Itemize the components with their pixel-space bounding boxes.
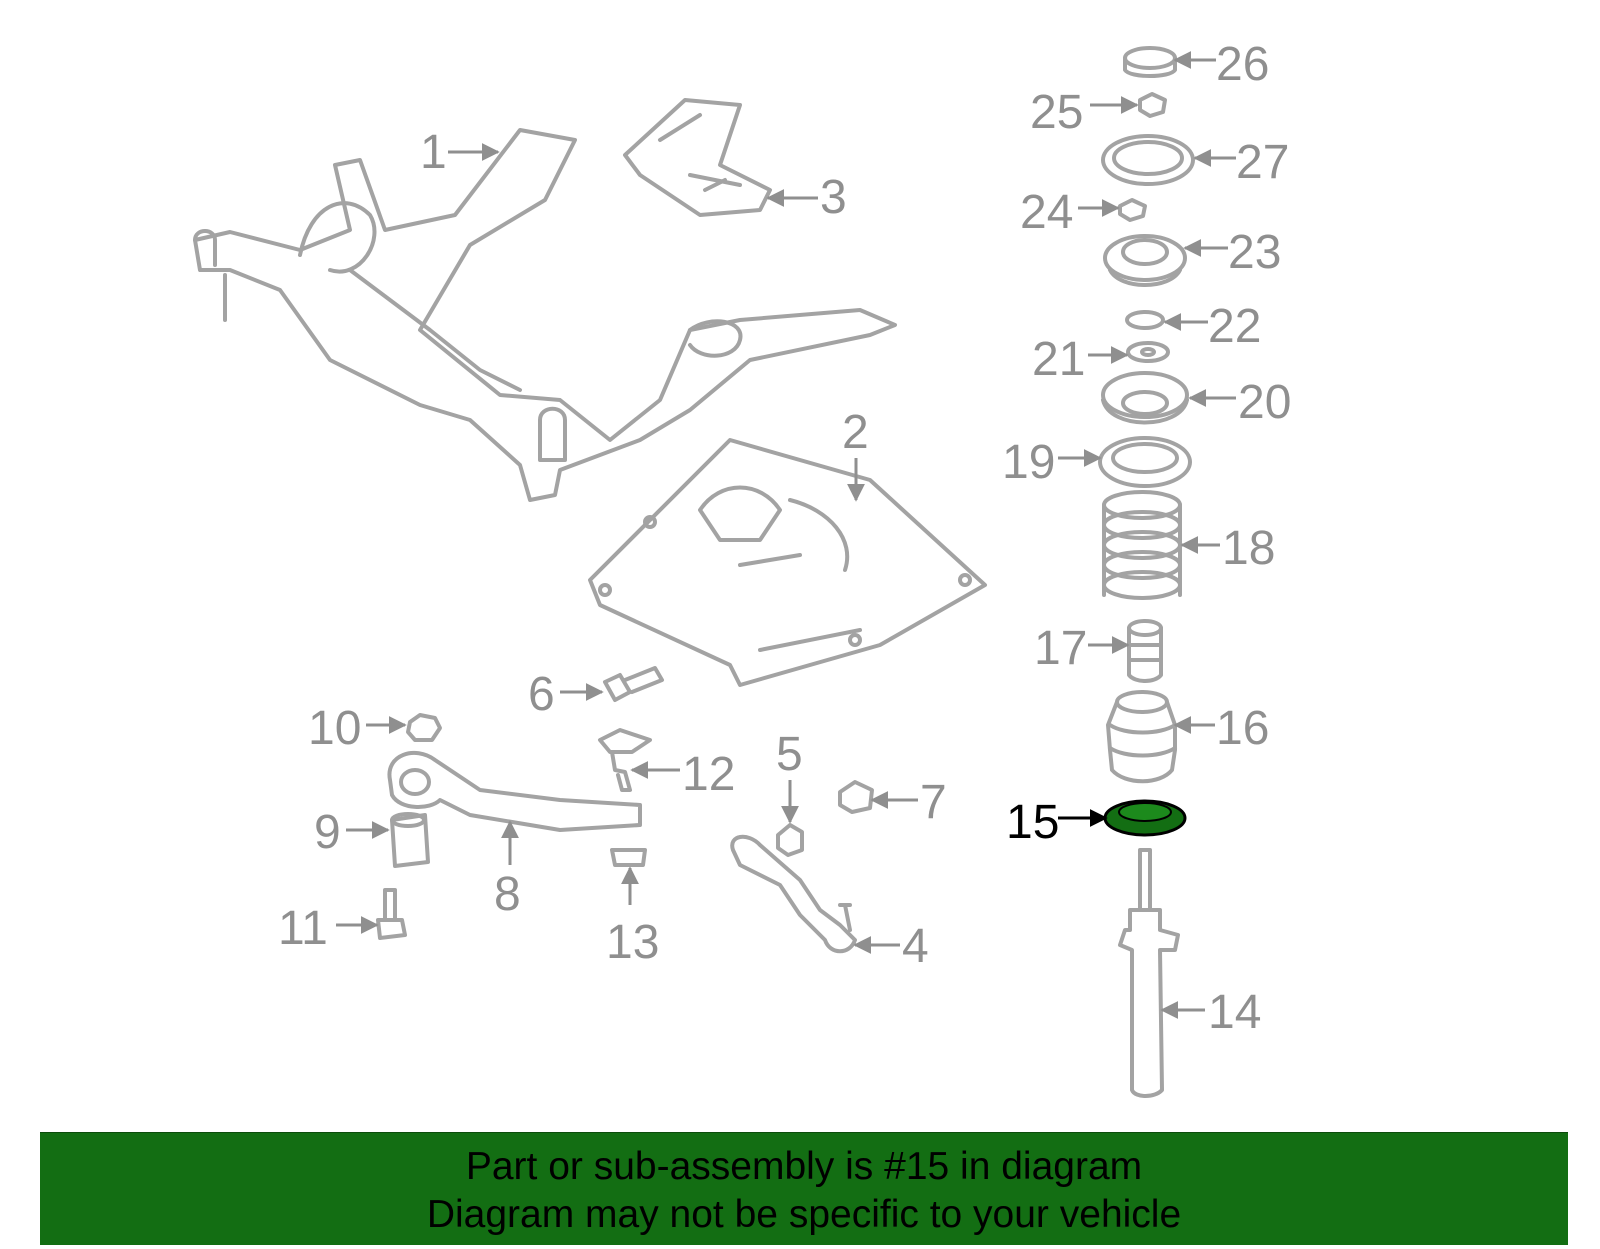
part-11-bolt[interactable] xyxy=(376,888,407,940)
part-23-mount[interactable] xyxy=(1103,234,1187,287)
part-6-bolt[interactable] xyxy=(603,666,664,702)
part-2-shield[interactable] xyxy=(588,438,987,687)
callout-19: 19 xyxy=(1002,436,1055,489)
callout-20: 20 xyxy=(1238,376,1291,429)
banner-line-2: Diagram may not be specific to your vehi… xyxy=(426,1193,1182,1236)
callout-11: 11 xyxy=(278,902,328,955)
callout-24: 24 xyxy=(1020,186,1073,239)
part-14-strut[interactable] xyxy=(1118,848,1180,1098)
part-16-boot[interactable] xyxy=(1106,690,1177,784)
part-26-cap[interactable] xyxy=(1123,46,1177,78)
callout-15: 15 xyxy=(1006,796,1059,849)
callout-10: 10 xyxy=(308,702,361,755)
part-20-bearing[interactable] xyxy=(1101,371,1189,425)
part-7-nut[interactable] xyxy=(838,780,874,814)
callout-1: 1 xyxy=(420,126,447,179)
part-17-bump-stop[interactable] xyxy=(1127,619,1163,683)
info-banner: Part or sub-assembly is #15 in diagram D… xyxy=(40,1132,1568,1245)
part-24-nut[interactable] xyxy=(1118,198,1147,222)
callout-14: 14 xyxy=(1208,986,1261,1039)
callout-12: 12 xyxy=(682,748,735,801)
part-27-washer[interactable] xyxy=(1101,134,1195,186)
callout-5: 5 xyxy=(776,728,803,781)
callout-23: 23 xyxy=(1228,226,1281,279)
callout-17: 17 xyxy=(1034,622,1087,675)
callout-21: 21 xyxy=(1032,333,1085,386)
part-18-spring[interactable] xyxy=(1102,490,1182,600)
callout-2: 2 xyxy=(842,406,869,459)
callout-8: 8 xyxy=(494,868,521,921)
callout-16: 16 xyxy=(1216,702,1269,755)
part-19-seat[interactable] xyxy=(1098,436,1192,488)
part-25-nut[interactable] xyxy=(1138,92,1167,118)
callouts: 1 2 3 4 5 6 7 8 9 10 11 12 13 14 15 16 1 xyxy=(278,38,1291,1039)
callout-6: 6 xyxy=(528,668,555,721)
part-10-nut[interactable] xyxy=(406,713,442,742)
callout-3: 3 xyxy=(820,171,847,224)
part-12-ball-joint[interactable] xyxy=(598,728,652,792)
callout-22: 22 xyxy=(1208,300,1261,353)
callout-25: 25 xyxy=(1030,86,1083,139)
part-3-bracket[interactable] xyxy=(623,98,772,217)
part-22-ring[interactable] xyxy=(1125,310,1165,330)
callout-18: 18 xyxy=(1222,522,1275,575)
banner-line-1: Part or sub-assembly is #15 in diagram xyxy=(465,1145,1143,1188)
part-21-washer[interactable] xyxy=(1126,341,1170,363)
callout-4: 4 xyxy=(902,920,929,973)
part-8-control-arm[interactable] xyxy=(387,750,642,832)
callout-13: 13 xyxy=(606,916,659,969)
part-13-stop[interactable] xyxy=(610,848,647,867)
part-15-spring-pad[interactable] xyxy=(1103,799,1187,837)
part-5-nut[interactable] xyxy=(776,823,804,857)
part-1-subframe[interactable] xyxy=(193,128,897,502)
callout-9: 9 xyxy=(314,806,341,859)
callout-7: 7 xyxy=(920,776,947,829)
callout-26: 26 xyxy=(1216,38,1269,91)
callout-27: 27 xyxy=(1236,136,1289,189)
part-9-bushing[interactable] xyxy=(390,812,430,868)
